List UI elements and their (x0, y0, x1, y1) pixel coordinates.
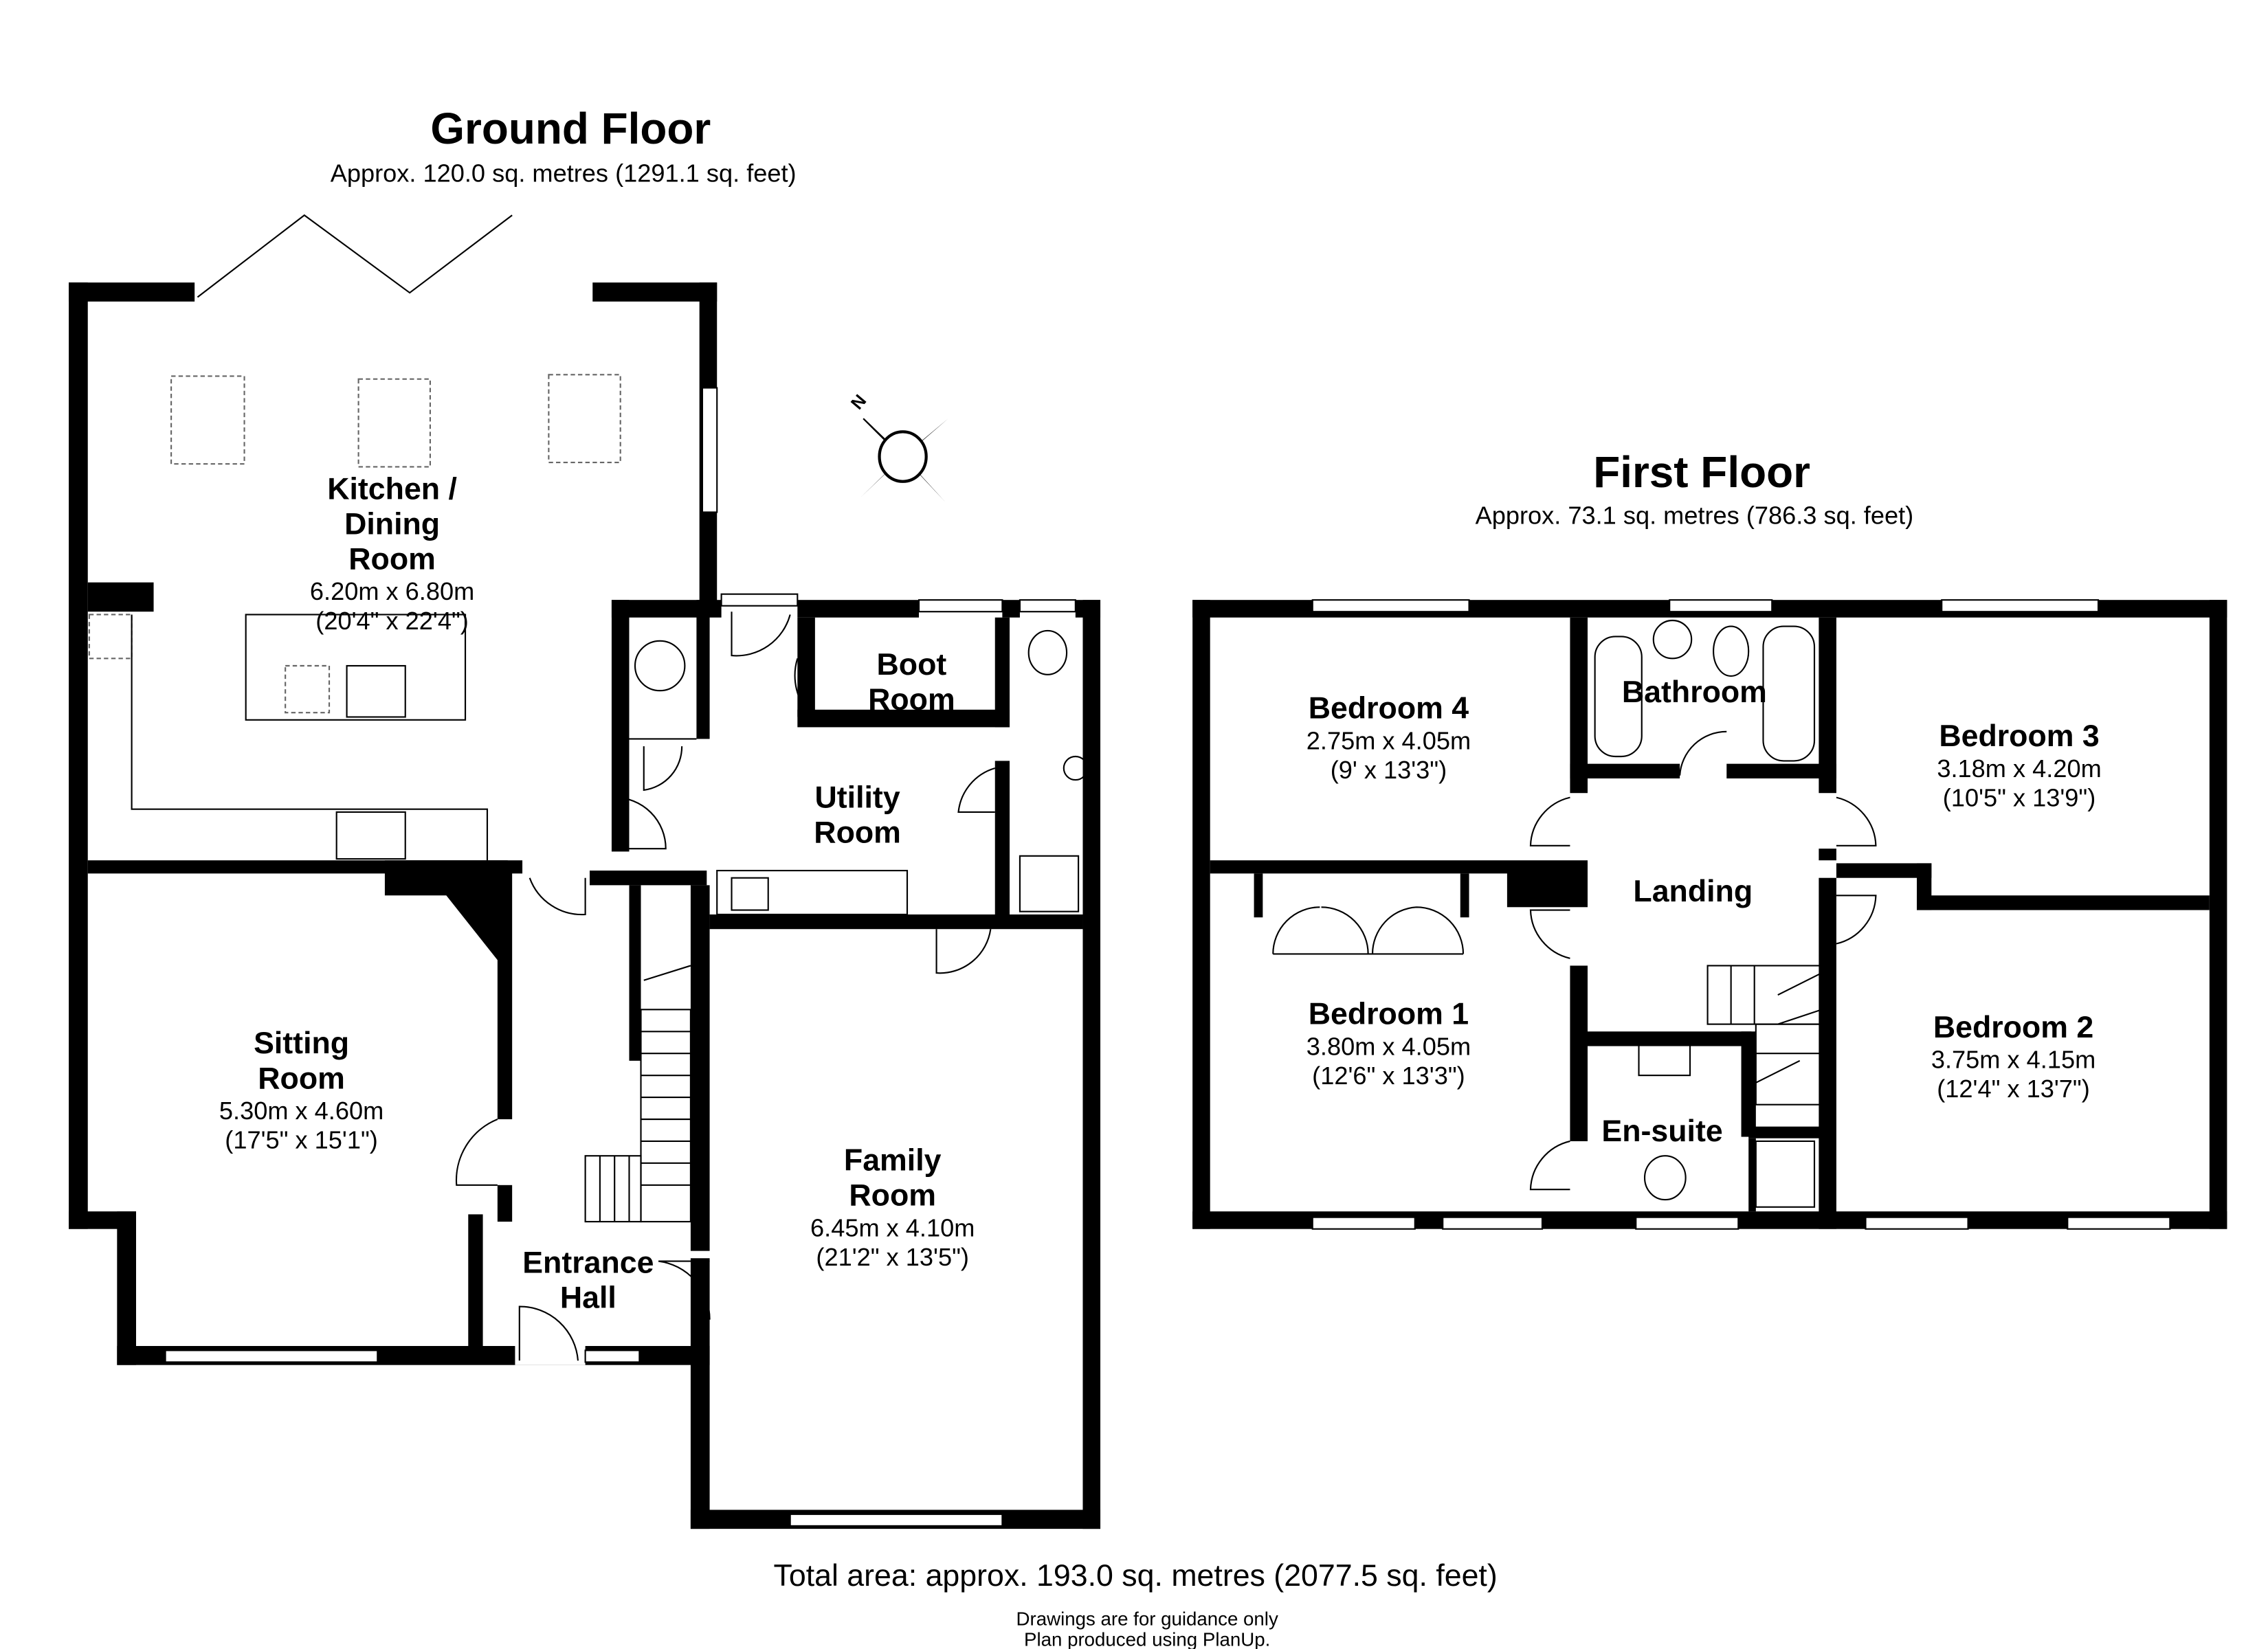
room-bedroom-3: Bedroom 3 3.18m x 4.20m (10'5" x 13'9") (1937, 719, 2101, 811)
svg-text:2.75m x 4.05m: 2.75m x 4.05m (1307, 726, 1471, 754)
svg-text:Entrance: Entrance (522, 1246, 654, 1280)
room-boot-room: Boot Room (868, 648, 955, 717)
svg-text:(12'4" x 13'7"): (12'4" x 13'7") (1937, 1075, 2090, 1103)
window (918, 599, 1003, 613)
room-utility: Utility Room (814, 781, 901, 850)
cooker-icon (335, 811, 406, 860)
stairs (1706, 965, 1823, 1106)
svg-text:Room: Room (258, 1062, 345, 1095)
first-floor-plan (1192, 599, 2227, 1230)
wardrobe (1254, 873, 1469, 955)
svg-text:Boot: Boot (877, 648, 947, 682)
stairs (584, 965, 691, 1223)
bath-icon (1762, 625, 1816, 762)
room-entrance-hall: Entrance Hall (522, 1246, 654, 1315)
room-kitchen-dining: Kitchen / Dining Room 6.20m x 6.80m (20'… (310, 472, 474, 634)
chimney-breast (384, 860, 508, 974)
room-bathroom: Bathroom (1622, 675, 1767, 709)
window (584, 1349, 641, 1363)
kitchen-island (245, 614, 467, 721)
first-floor-area: Approx. 73.1 sq. metres (786.3 sq. feet) (1476, 501, 1914, 529)
sink-icon (731, 877, 769, 911)
window (701, 387, 718, 513)
svg-text:Bedroom 1: Bedroom 1 (1309, 998, 1469, 1031)
sink-icon (346, 664, 406, 718)
svg-text:Sitting: Sitting (254, 1027, 349, 1060)
compass-rose-icon: N (847, 391, 948, 502)
ground-floor-area: Approx. 120.0 sq. metres (1291.1 sq. fee… (331, 159, 797, 187)
room-family-room: Family Room 6.45m x 4.10m (21'2" x 13'5"… (810, 1144, 975, 1271)
ground-floor-plan (69, 214, 1101, 1529)
svg-text:3.18m x 4.20m: 3.18m x 4.20m (1937, 754, 2101, 783)
svg-text:(17'5" x 15'1"): (17'5" x 15'1") (225, 1126, 378, 1154)
svg-text:Dining: Dining (344, 507, 440, 541)
svg-text:Family: Family (844, 1144, 942, 1178)
svg-text:(12'6" x 13'3"): (12'6" x 13'3") (1312, 1062, 1465, 1090)
svg-text:Room: Room (348, 542, 436, 576)
svg-text:Kitchen /: Kitchen / (327, 472, 457, 506)
toilet-icon (1643, 1155, 1687, 1201)
window (1019, 599, 1076, 613)
svg-text:Bedroom 3: Bedroom 3 (1939, 719, 2099, 753)
bath-icon (1594, 636, 1643, 758)
room-bedroom-4: Bedroom 4 2.75m x 4.05m (9' x 13'3") (1307, 692, 1471, 784)
svg-text:6.45m x 4.10m: 6.45m x 4.10m (810, 1213, 975, 1242)
basin-icon (1638, 1042, 1691, 1077)
window (789, 1513, 1003, 1527)
guidance-note: Drawings are for guidance only (1016, 1608, 1278, 1630)
svg-text:3.75m x 4.15m: 3.75m x 4.15m (1931, 1045, 2095, 1073)
svg-text:Room: Room (868, 683, 955, 717)
hob-icon (285, 664, 331, 714)
first-floor-title: First Floor (1593, 447, 1810, 497)
worktop (716, 870, 909, 915)
svg-text:Room: Room (814, 816, 901, 850)
bifold-door (197, 214, 513, 298)
svg-text:3.80m x 4.05m: 3.80m x 4.05m (1307, 1032, 1471, 1060)
svg-text:Hall: Hall (560, 1281, 616, 1315)
room-bedroom-2: Bedroom 2 3.75m x 4.15m (12'4" x 13'7") (1931, 1011, 2095, 1103)
shower-icon (1755, 1140, 1816, 1208)
room-landing: Landing (1633, 875, 1753, 908)
room-bedroom-1: Bedroom 1 3.80m x 4.05m (12'6" x 13'3") (1307, 998, 1471, 1090)
svg-text:6.20m x 6.80m: 6.20m x 6.80m (310, 577, 474, 605)
svg-text:(21'2" x 13'5"): (21'2" x 13'5") (816, 1243, 969, 1271)
ground-floor-title: Ground Floor (430, 104, 711, 153)
svg-text:(20'4" x 22'4"): (20'4" x 22'4") (315, 607, 469, 635)
producer-note: Plan produced using PlanUp. (1024, 1628, 1270, 1649)
svg-text:Room: Room (849, 1179, 936, 1213)
svg-text:(10'5" x 13'9"): (10'5" x 13'9") (1943, 783, 2096, 811)
room-sitting-room: Sitting Room 5.30m x 4.60m (17'5" x 15'1… (219, 1027, 383, 1154)
compass-north-label: N (847, 391, 870, 413)
basin-icon (1652, 619, 1693, 660)
svg-text:(9' x 13'3"): (9' x 13'3") (1331, 756, 1447, 784)
svg-text:Bedroom 2: Bedroom 2 (1933, 1011, 2093, 1044)
svg-text:Bedroom 4: Bedroom 4 (1309, 692, 1469, 726)
svg-text:Utility: Utility (815, 781, 900, 815)
window (164, 1349, 379, 1363)
total-area: Total area: approx. 193.0 sq. metres (20… (774, 1559, 1498, 1593)
toilet-icon (1713, 625, 1750, 677)
shower-icon (1019, 855, 1080, 912)
svg-text:5.30m x 4.60m: 5.30m x 4.60m (219, 1097, 383, 1125)
room-en-suite: En-suite (1601, 1114, 1722, 1148)
